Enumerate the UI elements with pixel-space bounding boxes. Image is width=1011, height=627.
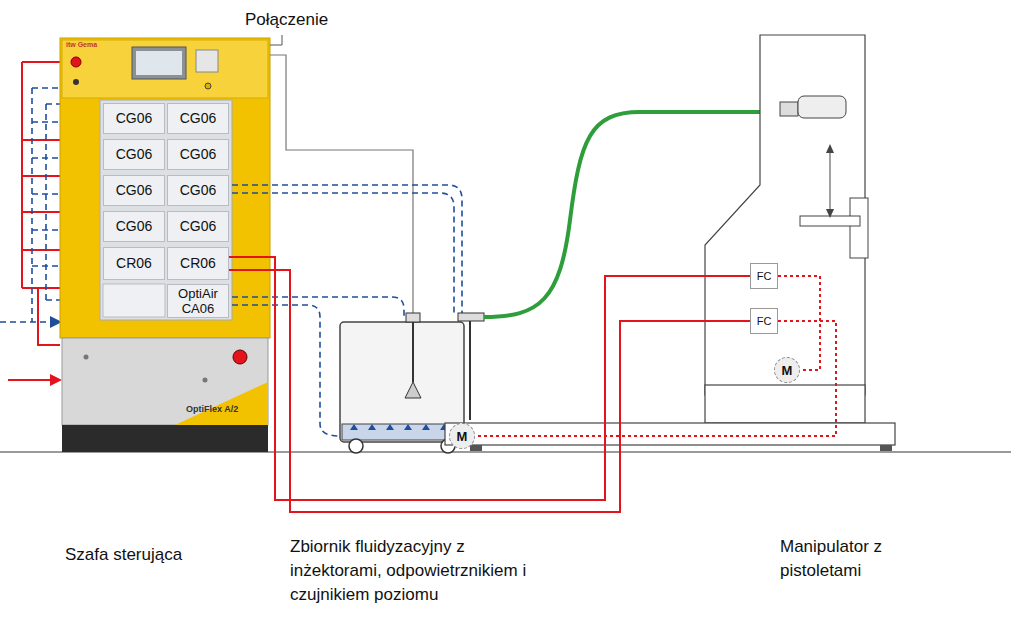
module-label: CR06 (180, 255, 216, 271)
power-cable (475, 321, 836, 436)
module-box: CG06 (103, 139, 165, 170)
flow-controller-box: FC (750, 308, 778, 334)
flow-controller-box: FC (750, 263, 778, 289)
module-label: CG06 (116, 182, 153, 198)
text-label: OptiFlex A/2 (186, 405, 266, 415)
module-box: CR06 (167, 247, 229, 280)
motor-circle: M (774, 357, 800, 383)
module-label: CR06 (116, 255, 152, 271)
power-cable (229, 270, 750, 512)
module-label: OptiAir CA06 (168, 286, 228, 316)
module-label: FC (757, 315, 772, 327)
motor-circle: M (449, 423, 475, 449)
module-box: CG06 (103, 103, 165, 134)
module-box: CR06 (103, 247, 165, 280)
module-label: M (782, 363, 793, 378)
module-box: CG06 (167, 175, 229, 206)
power-cable (229, 257, 750, 500)
module-label: CG06 (116, 218, 153, 234)
text-label: itw Gema (66, 41, 126, 49)
power-cable (778, 276, 820, 370)
text-label: Zbiornik fluidyzacyjny z inżektorami, od… (290, 535, 555, 606)
module-label: CG06 (180, 182, 217, 198)
module-box: OptiAir CA06 (167, 284, 229, 318)
module-label: M (457, 429, 468, 444)
module-box: CG06 (103, 211, 165, 242)
module-box: CG06 (103, 175, 165, 206)
module-label: CG06 (180, 110, 217, 126)
module-label: FC (757, 270, 772, 282)
module-box: CG06 (167, 211, 229, 242)
module-box: CG06 (167, 103, 229, 134)
module-label: CG06 (180, 146, 217, 162)
text-label: Połączenie (245, 8, 355, 32)
module-label: CG06 (180, 218, 217, 234)
text-label: Szafa sterująca (65, 543, 215, 567)
module-label: CG06 (116, 146, 153, 162)
module-box: CG06 (167, 139, 229, 170)
text-label: Manipulator z pistoletami (780, 535, 910, 583)
module-label: CG06 (116, 110, 153, 126)
